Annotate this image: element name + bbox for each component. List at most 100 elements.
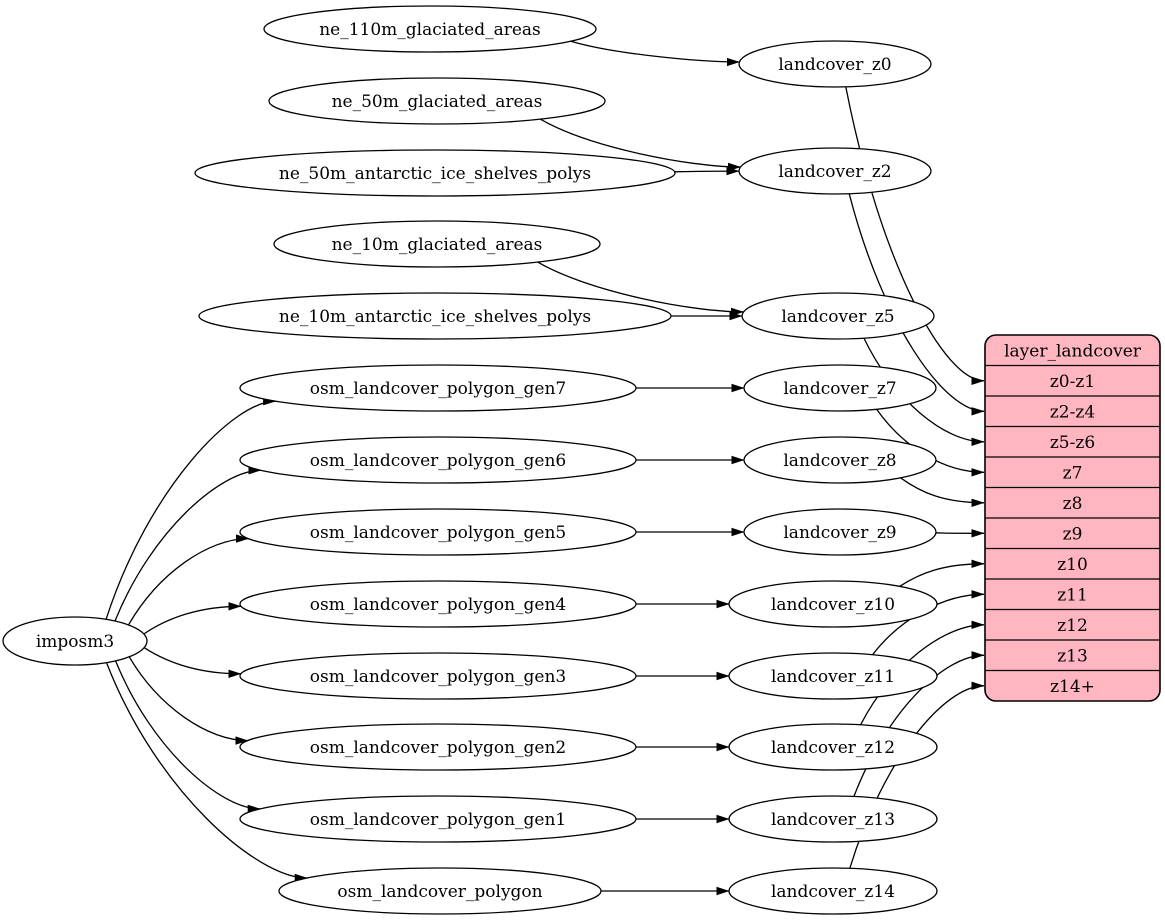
node-landcover_z10: landcover_z10 xyxy=(728,580,938,628)
node-label-ne_50m_glaciated_areas: ne_50m_glaciated_areas xyxy=(332,92,543,112)
edge-imposm3-to-osm_landcover_polygon_gen1 xyxy=(114,660,261,814)
table-title: layer_landcover xyxy=(1004,341,1142,361)
table-row-z8: z8 xyxy=(1063,494,1083,514)
node-landcover_z9: landcover_z9 xyxy=(743,508,937,556)
node-label-landcover_z11: landcover_z11 xyxy=(771,667,895,687)
node-ellipse-imposm3 xyxy=(2,616,148,666)
node-label-landcover_z10: landcover_z10 xyxy=(771,595,895,615)
edge-ne_110m_glaciated_areas-to-landcover_z0 xyxy=(570,40,740,67)
node-ellipse-osm_landcover_polygon_gen3 xyxy=(239,652,637,700)
node-label-landcover_z9: landcover_z9 xyxy=(783,523,896,543)
node-ellipse-landcover_z7 xyxy=(743,364,937,412)
node-ellipse-ne_10m_antarctic_ice_shelves_polys xyxy=(198,292,672,340)
edge-imposm3-to-osm_landcover_polygon_gen3 xyxy=(143,647,242,678)
node-label-landcover_z2: landcover_z2 xyxy=(778,162,891,182)
edge-landcover_z9-to-row-z9 xyxy=(935,529,985,538)
node-ellipse-landcover_z10 xyxy=(728,580,938,628)
node-label-osm_landcover_polygon: osm_landcover_polygon xyxy=(337,882,542,902)
node-ellipse-osm_landcover_polygon xyxy=(278,867,602,915)
edge-ne_50m_glaciated_areas-to-landcover_z2 xyxy=(539,118,741,172)
edge-landcover_z2-to-row-z2-z4 xyxy=(848,193,985,416)
node-osm_landcover_polygon_gen3: osm_landcover_polygon_gen3 xyxy=(239,652,637,700)
edge-ne_10m_glaciated_areas-to-landcover_z5 xyxy=(537,261,744,317)
node-ellipse-osm_landcover_polygon_gen4 xyxy=(239,580,637,628)
edge-imposm3-to-osm_landcover_polygon_gen6 xyxy=(114,466,262,622)
node-ellipse-landcover_z11 xyxy=(728,652,938,700)
node-osm_landcover_polygon_gen6: osm_landcover_polygon_gen6 xyxy=(239,436,637,484)
node-label-ne_10m_antarctic_ice_shelves_polys: ne_10m_antarctic_ice_shelves_polys xyxy=(279,307,591,327)
node-ne_50m_glaciated_areas: ne_50m_glaciated_areas xyxy=(268,77,606,125)
edge-landcover_z8-to-row-z8 xyxy=(900,477,985,507)
node-ellipse-ne_10m_glaciated_areas xyxy=(273,220,601,268)
table-row-z13: z13 xyxy=(1057,646,1088,666)
node-label-landcover_z14: landcover_z14 xyxy=(771,882,895,902)
node-label-landcover_z7: landcover_z7 xyxy=(783,379,896,399)
node-layer: imposm3 ne_110m_glaciated_areas ne_50m_gla… xyxy=(2,5,938,915)
node-ellipse-landcover_z9 xyxy=(743,508,937,556)
node-ellipse-landcover_z2 xyxy=(738,147,932,195)
node-label-osm_landcover_polygon_gen6: osm_landcover_polygon_gen6 xyxy=(310,451,566,471)
node-label-ne_10m_glaciated_areas: ne_10m_glaciated_areas xyxy=(332,235,543,255)
node-landcover_z12: landcover_z12 xyxy=(728,723,938,771)
node-label-osm_landcover_polygon_gen5: osm_landcover_polygon_gen5 xyxy=(310,523,566,543)
node-osm_landcover_polygon_gen7: osm_landcover_polygon_gen7 xyxy=(239,364,637,412)
edge-imposm3-to-osm_landcover_polygon_gen7 xyxy=(105,397,277,620)
node-ellipse-ne_50m_glaciated_areas xyxy=(268,77,606,125)
edge-imposm3-to-osm_landcover_polygon_gen5 xyxy=(127,534,249,626)
node-landcover_z7: landcover_z7 xyxy=(743,364,937,412)
node-label-ne_110m_glaciated_areas: ne_110m_glaciated_areas xyxy=(319,20,541,40)
node-landcover_z14: landcover_z14 xyxy=(728,867,938,915)
node-ellipse-landcover_z13 xyxy=(728,795,938,843)
node-ellipse-landcover_z8 xyxy=(743,436,937,484)
node-imposm3: imposm3 xyxy=(2,616,148,666)
table-row-z10: z10 xyxy=(1057,555,1088,575)
node-landcover_z13: landcover_z13 xyxy=(728,795,938,843)
table-row-z11: z11 xyxy=(1057,585,1088,605)
node-label-landcover_z5: landcover_z5 xyxy=(781,307,894,327)
node-landcover_z8: landcover_z8 xyxy=(743,436,937,484)
node-ellipse-ne_110m_glaciated_areas xyxy=(263,5,597,53)
node-ellipse-osm_landcover_polygon_gen7 xyxy=(239,364,637,412)
node-label-landcover_z0: landcover_z0 xyxy=(778,55,891,75)
table-row-z7: z7 xyxy=(1063,463,1083,483)
node-ellipse-landcover_z5 xyxy=(741,292,935,340)
node-ellipse-landcover_z0 xyxy=(738,40,932,88)
node-landcover_z0: landcover_z0 xyxy=(738,40,932,88)
node-ne_50m_antarctic_ice_shelves_polys: ne_50m_antarctic_ice_shelves_polys xyxy=(194,149,676,197)
node-ne_110m_glaciated_areas: ne_110m_glaciated_areas xyxy=(263,5,597,53)
table-layer: layer_landcoverz0-z1z2-z4z5-z6z7z8z9z10z… xyxy=(984,334,1161,702)
node-landcover_z5: landcover_z5 xyxy=(741,292,935,340)
node-label-landcover_z13: landcover_z13 xyxy=(771,810,895,830)
edge-imposm3-to-osm_landcover_polygon_gen4 xyxy=(143,602,242,635)
node-label-osm_landcover_polygon_gen1: osm_landcover_polygon_gen1 xyxy=(310,810,566,830)
node-ne_10m_glaciated_areas: ne_10m_glaciated_areas xyxy=(273,220,601,268)
node-landcover_z11: landcover_z11 xyxy=(728,652,938,700)
node-label-landcover_z12: landcover_z12 xyxy=(771,738,895,758)
node-label-ne_50m_antarctic_ice_shelves_polys: ne_50m_antarctic_ice_shelves_polys xyxy=(279,164,591,184)
edge-landcover_z12-to-row-z12 xyxy=(860,620,985,726)
node-ellipse-osm_landcover_polygon_gen5 xyxy=(239,508,637,556)
edge-imposm3-to-osm_landcover_polygon xyxy=(105,662,308,883)
node-osm_landcover_polygon_gen1: osm_landcover_polygon_gen1 xyxy=(239,795,637,843)
edge-ne_50m_antarctic_ice_shelves_polys-to-landcover_z2 xyxy=(674,166,740,176)
node-osm_landcover_polygon_gen5: osm_landcover_polygon_gen5 xyxy=(239,508,637,556)
node-landcover_z2: landcover_z2 xyxy=(738,147,932,195)
table-row-z14+: z14+ xyxy=(1050,677,1095,697)
node-osm_landcover_polygon: osm_landcover_polygon xyxy=(278,867,602,915)
table-row-z0-z1: z0-z1 xyxy=(1050,372,1095,392)
edge-landcover_z5-to-row-z5-z6 xyxy=(863,337,985,446)
node-osm_landcover_polygon_gen2: osm_landcover_polygon_gen2 xyxy=(239,723,637,771)
node-label-osm_landcover_polygon_gen2: osm_landcover_polygon_gen2 xyxy=(310,738,566,758)
edge-landcover_z10-to-row-z10 xyxy=(899,559,985,587)
node-ellipse-landcover_z12 xyxy=(728,723,938,771)
table-row-z5-z6: z5-z6 xyxy=(1050,433,1095,453)
node-label-osm_landcover_polygon_gen3: osm_landcover_polygon_gen3 xyxy=(310,667,566,687)
node-label-landcover_z8: landcover_z8 xyxy=(783,451,896,471)
table-layer_landcover: layer_landcoverz0-z1z2-z4z5-z6z7z8z9z10z… xyxy=(984,334,1161,702)
node-ellipse-osm_landcover_polygon_gen2 xyxy=(239,723,637,771)
node-label-osm_landcover_polygon_gen7: osm_landcover_polygon_gen7 xyxy=(310,379,566,399)
table-row-z12: z12 xyxy=(1057,616,1088,636)
node-ellipse-osm_landcover_polygon_gen6 xyxy=(239,436,637,484)
